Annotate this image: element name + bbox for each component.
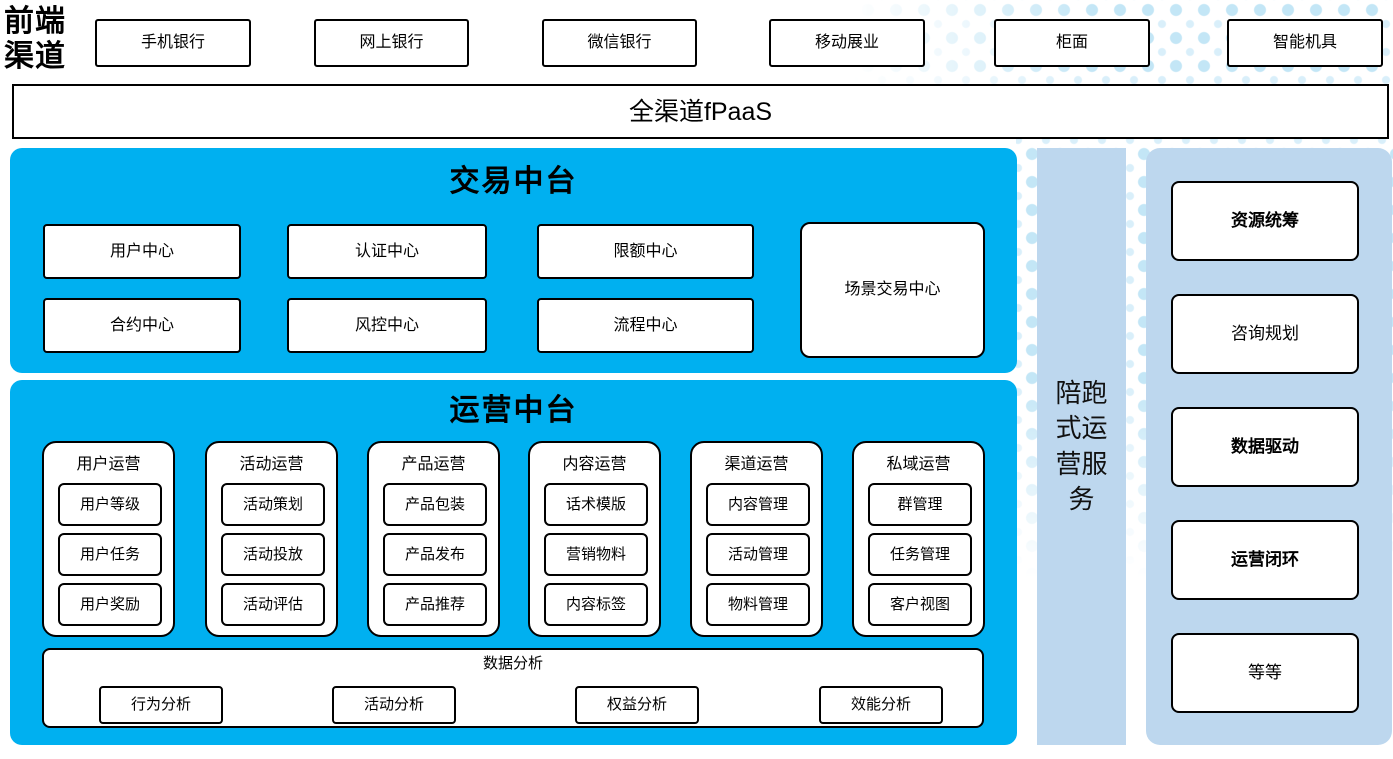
group-item-box: 任务管理	[868, 533, 972, 576]
group-item-box: 内容管理	[706, 483, 810, 526]
group-item-box: 用户奖励	[58, 583, 162, 626]
analysis-box-efficiency: 效能分析	[819, 686, 943, 724]
channel-box-counter: 柜面	[994, 19, 1150, 67]
group-card-channel-operation: 渠道运营 内容管理 活动管理 物料管理	[690, 441, 823, 637]
channel-box-online-banking: 网上银行	[314, 19, 469, 67]
service-box-consulting-planning: 咨询规划	[1171, 294, 1359, 374]
group-item-box: 产品推荐	[383, 583, 487, 626]
service-box-resource-coordination: 资源统筹	[1171, 181, 1359, 261]
group-card-private-domain-operation: 私域运营 群管理 任务管理 客户视图	[852, 441, 985, 637]
group-item-box: 产品包装	[383, 483, 487, 526]
group-item-box: 活动评估	[221, 583, 325, 626]
group-title: 用户运营	[76, 456, 141, 473]
service-box-operation-loop: 运营闭环	[1171, 520, 1359, 600]
group-card-content-operation: 内容运营 话术模版 营销物料 内容标签	[528, 441, 661, 637]
data-analysis-title: 数据分析	[482, 655, 543, 672]
center-box-scenario-transaction: 场景交易中心	[800, 222, 985, 358]
group-card-product-operation: 产品运营 产品包装 产品发布 产品推荐	[367, 441, 500, 637]
transaction-platform-panel: 交易中台 用户中心 认证中心 限额中心 合约中心 风控中心 流程中心 场景交易中…	[10, 148, 1017, 373]
channel-box-smart-devices: 智能机具	[1227, 19, 1383, 67]
group-item-box: 内容标签	[544, 583, 648, 626]
group-item-box: 用户任务	[58, 533, 162, 576]
analysis-box-activity: 活动分析	[332, 686, 456, 724]
transaction-platform-title: 交易中台	[449, 165, 578, 198]
group-title: 活动运营	[239, 456, 304, 473]
operation-platform-title: 运营中台	[449, 394, 578, 427]
front-channels-label: 前端 渠道	[4, 5, 66, 74]
companion-service-bar: 陪跑式运营服务	[1037, 148, 1126, 745]
service-box-etc: 等等	[1171, 633, 1359, 713]
center-box-user: 用户中心	[43, 224, 241, 279]
group-title: 私域运营	[886, 456, 951, 473]
fpaas-bar: 全渠道fPaaS	[12, 84, 1389, 139]
group-card-activity-operation: 活动运营 活动策划 活动投放 活动评估	[205, 441, 338, 637]
center-box-limit: 限额中心	[537, 224, 754, 279]
group-item-box: 客户视图	[868, 583, 972, 626]
group-item-box: 物料管理	[706, 583, 810, 626]
analysis-box-behavior: 行为分析	[99, 686, 223, 724]
group-item-box: 产品发布	[383, 533, 487, 576]
group-title: 内容运营	[562, 456, 627, 473]
analysis-box-rights: 权益分析	[575, 686, 699, 724]
center-box-auth: 认证中心	[287, 224, 487, 279]
center-box-risk: 风控中心	[287, 298, 487, 353]
group-item-box: 话术模版	[544, 483, 648, 526]
channel-box-mobile-banking: 手机银行	[95, 19, 251, 67]
service-box-data-driven: 数据驱动	[1171, 407, 1359, 487]
group-item-box: 活动管理	[706, 533, 810, 576]
channel-box-mobile-outreach: 移动展业	[769, 19, 925, 67]
services-panel: 资源统筹 咨询规划 数据驱动 运营闭环 等等	[1146, 148, 1392, 745]
channel-box-wechat-banking: 微信银行	[542, 19, 697, 67]
group-item-box: 用户等级	[58, 483, 162, 526]
operation-platform-panel: 运营中台 用户运营 用户等级 用户任务 用户奖励 活动运营 活动策划 活动投放 …	[10, 380, 1017, 745]
center-box-process: 流程中心	[537, 298, 754, 353]
center-box-contract: 合约中心	[43, 298, 241, 353]
group-item-box: 群管理	[868, 483, 972, 526]
group-item-box: 营销物料	[544, 533, 648, 576]
data-analysis-container: 数据分析 行为分析 活动分析 权益分析 效能分析	[42, 648, 984, 728]
group-card-user-operation: 用户运营 用户等级 用户任务 用户奖励	[42, 441, 175, 637]
group-title: 产品运营	[401, 456, 466, 473]
group-item-box: 活动投放	[221, 533, 325, 576]
companion-service-label: 陪跑式运营服务	[1055, 378, 1108, 514]
group-title: 渠道运营	[724, 456, 789, 473]
group-item-box: 活动策划	[221, 483, 325, 526]
